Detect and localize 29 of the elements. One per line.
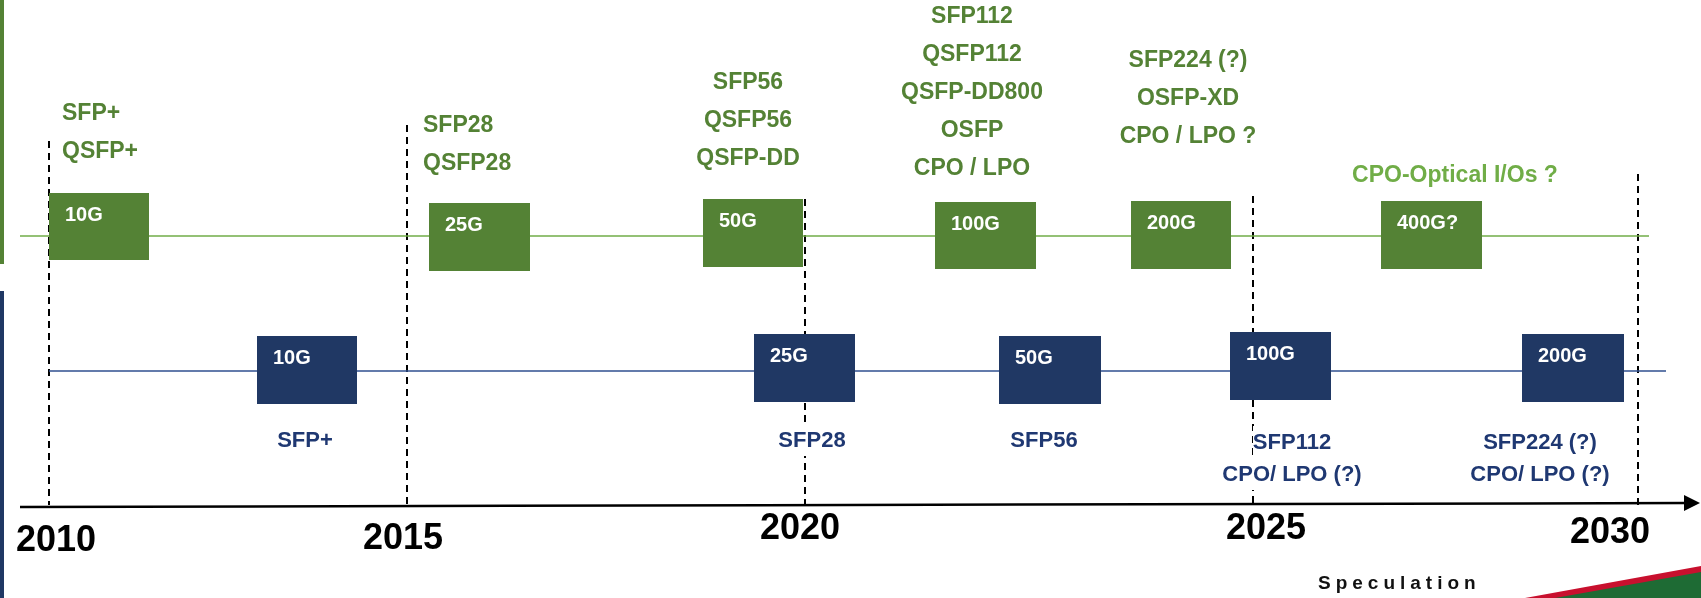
- form-factor-label: SFP112: [1252, 426, 1332, 458]
- speed-box: 25G: [754, 334, 855, 402]
- timeline-line: [529, 235, 704, 237]
- timeline-line: [1330, 370, 1523, 372]
- speed-box: 100G: [1230, 332, 1331, 400]
- speed-box: 50G: [999, 336, 1101, 404]
- speed-box: 400G?: [1381, 201, 1482, 269]
- speed-box: 200G: [1522, 334, 1624, 402]
- timeline-line: [854, 370, 1000, 372]
- timeline-line: [1035, 235, 1132, 237]
- speed-box: 10G: [257, 336, 357, 404]
- form-factor-label: SFP28: [778, 424, 846, 456]
- speed-box: 50G: [703, 199, 803, 267]
- year-label: 2020: [760, 506, 841, 548]
- timeline-line: [802, 235, 936, 237]
- timeline-line: [1230, 235, 1382, 237]
- speed-box: 200G: [1131, 201, 1231, 269]
- timeline-line: [356, 370, 755, 372]
- speed-box: 25G: [429, 203, 530, 271]
- year-label: 2025: [1226, 506, 1307, 548]
- speculation-note: Speculation: [1318, 572, 1481, 594]
- year-label: 2010: [16, 518, 97, 560]
- timeline-line: [1100, 370, 1231, 372]
- speed-box: 100G: [935, 202, 1036, 269]
- year-label: 2015: [363, 516, 444, 558]
- timeline-line: [148, 235, 430, 237]
- form-factor-label: CPO/ LPO (?): [1222, 458, 1362, 490]
- year-label: 2030: [1570, 510, 1651, 552]
- speed-box: 10G: [49, 193, 149, 260]
